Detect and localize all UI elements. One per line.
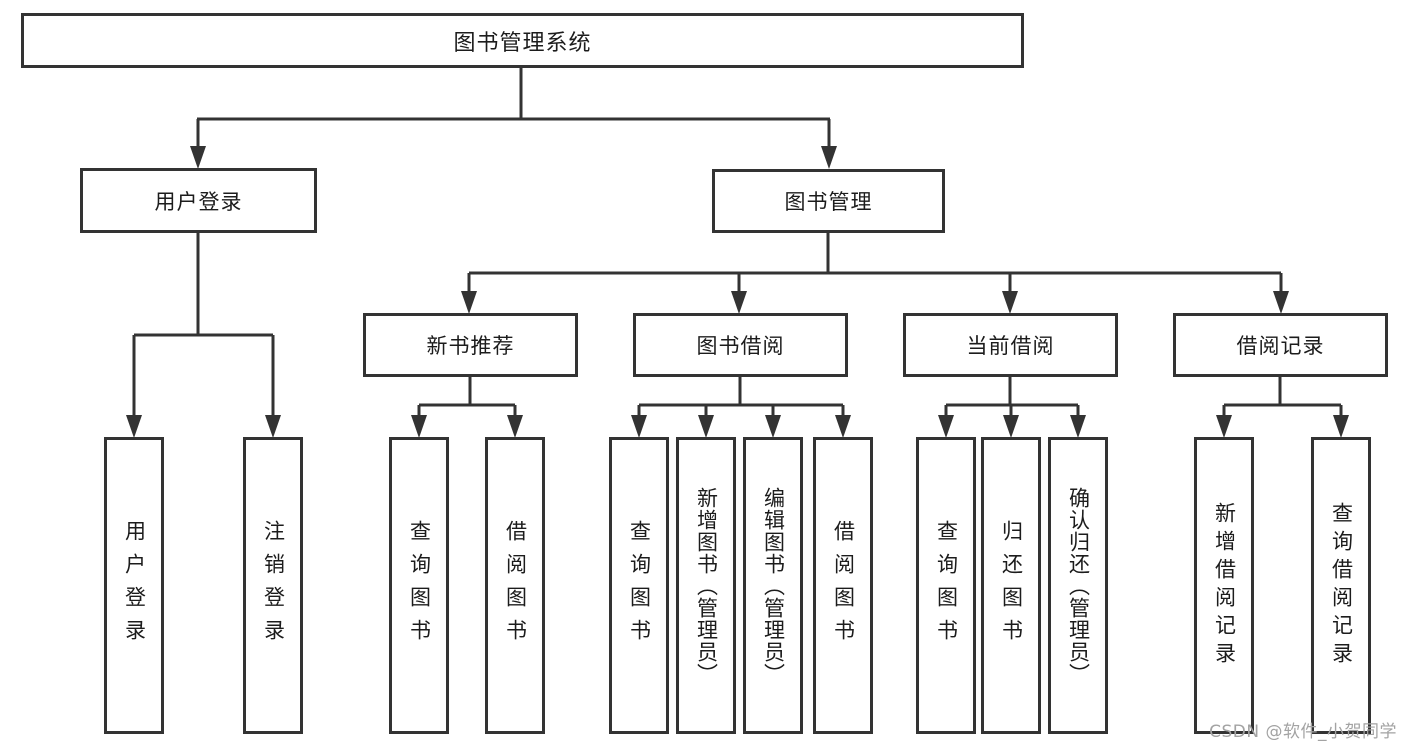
node-current-borrowing: 当前借阅	[903, 313, 1118, 377]
node-new-book-recommend: 新书推荐	[363, 313, 578, 377]
arrowhead-glyphs	[126, 146, 1349, 438]
leaf-newbook-borrow-books: 借阅图书	[485, 437, 545, 734]
leaf-borrow-query-books: 查询图书	[609, 437, 669, 734]
node-book-management: 图书管理	[712, 169, 945, 233]
leaf-logout: 注销登录	[243, 437, 303, 734]
leaf-user-login: 用户登录	[104, 437, 164, 734]
csdn-watermark: CSDN @软件_小贺同学	[1209, 722, 1397, 742]
node-borrowing-records: 借阅记录	[1173, 313, 1388, 377]
leaf-borrow-add-books-admin: 新增图书（管理员）	[676, 437, 736, 734]
leaf-records-query-record: 查询借阅记录	[1311, 437, 1371, 734]
connector-lines	[132, 68, 1343, 416]
node-user-login: 用户登录	[80, 168, 317, 233]
leaf-current-return-books: 归还图书	[981, 437, 1041, 734]
leaf-newbook-query-books: 查询图书	[389, 437, 449, 734]
node-system-root: 图书管理系统	[21, 13, 1024, 68]
leaf-current-confirm-return-admin: 确认归还（管理员）	[1048, 437, 1108, 734]
leaf-records-add-record: 新增借阅记录	[1194, 437, 1254, 734]
leaf-borrow-edit-books-admin: 编辑图书（管理员）	[743, 437, 803, 734]
leaf-borrow-borrow-books: 借阅图书	[813, 437, 873, 734]
leaf-current-query-books: 查询图书	[916, 437, 976, 734]
node-book-borrowing: 图书借阅	[633, 313, 848, 377]
